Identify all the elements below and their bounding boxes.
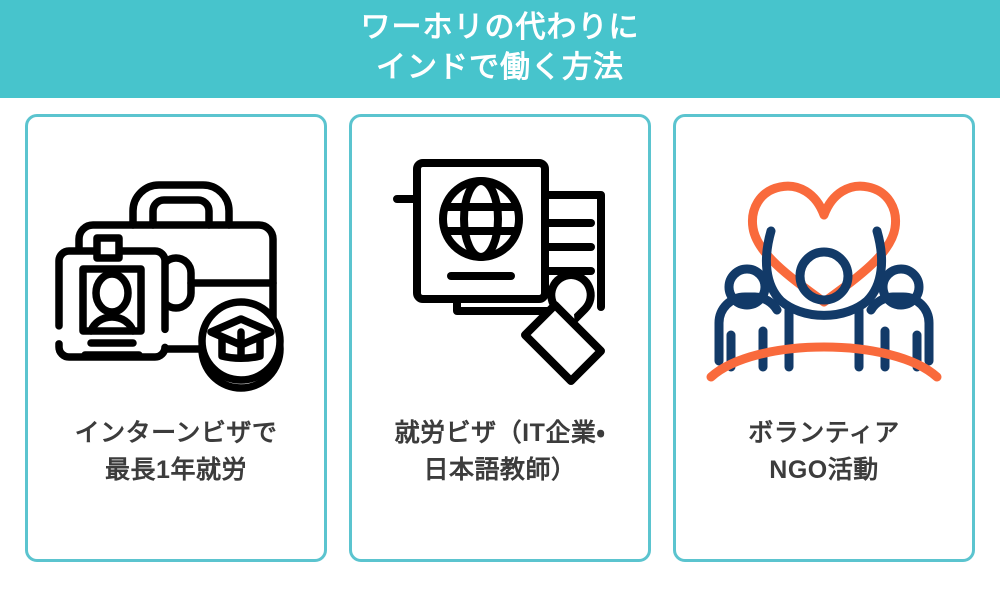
cards-row: インターンビザで 最長1年就労 — [25, 114, 975, 562]
caption-line-2: NGO活動 — [769, 456, 879, 484]
card-work-visa[interactable]: 就労ビザ（IT企業・ 日本語教師） — [349, 114, 651, 562]
card-caption-intern-visa: インターンビザで 最長1年就労 — [28, 415, 324, 489]
card-intern-visa[interactable]: インターンビザで 最長1年就労 — [25, 114, 327, 562]
briefcase-id-badge-graduation-icon — [41, 139, 311, 409]
caption-line-1: 就労ビザ（IT企業・ — [394, 419, 606, 447]
people-heart-community-icon — [689, 139, 959, 409]
header-banner: ワーホリの代わりに インドで働く方法 — [0, 0, 1000, 98]
card-caption-work-visa: 就労ビザ（IT企業・ 日本語教師） — [352, 415, 648, 489]
caption-line-1: ボランティア — [748, 419, 900, 447]
caption-line-2: 日本語教師） — [423, 456, 577, 484]
passport-document-stamp-icon — [365, 139, 635, 409]
caption-line-1: インターンビザで — [74, 419, 278, 447]
card-caption-volunteer-ngo: ボランティア NGO活動 — [676, 415, 972, 489]
card-volunteer-ngo[interactable]: ボランティア NGO活動 — [673, 114, 975, 562]
header-title-line-2: インドで働く方法 — [376, 51, 624, 84]
caption-line-2: 最長1年就労 — [105, 456, 247, 484]
header-title-line-1: ワーホリの代わりに — [360, 11, 640, 44]
